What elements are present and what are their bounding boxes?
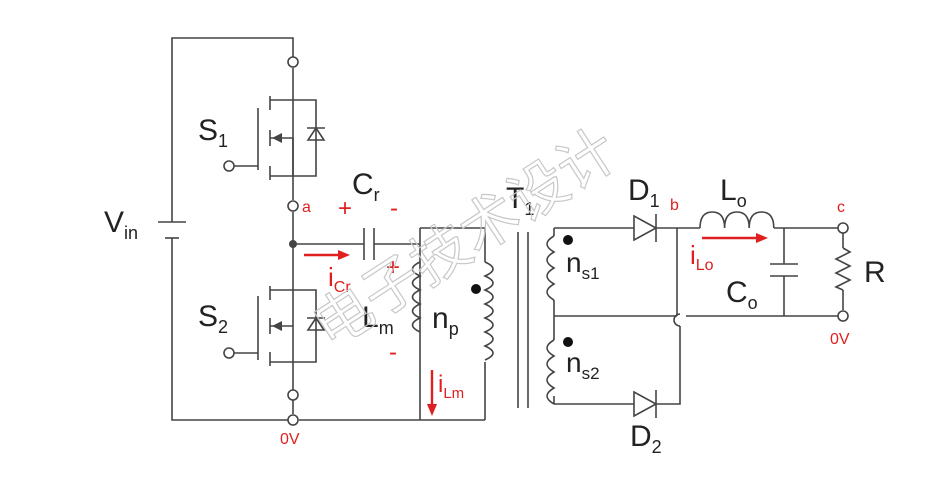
transformer-core (517, 232, 529, 408)
ilo-arrow (702, 233, 768, 243)
s1-mosfet (233, 96, 326, 180)
terminal-bottom-upper (287, 389, 299, 401)
lm-label: Lm (362, 301, 394, 338)
d2-label: D2 (630, 420, 662, 457)
s2-gate-terminal (223, 347, 235, 359)
s1-label: S1 (198, 114, 228, 151)
vin-label: Vin (104, 206, 138, 243)
s2-mosfet (233, 286, 326, 366)
node-c-label: c (837, 199, 845, 216)
ns1-label: ns1 (566, 247, 600, 283)
s1-gate-terminal (223, 160, 235, 172)
zero-v-left-label: 0V (280, 431, 300, 448)
s2-label: S2 (198, 300, 228, 337)
ns2-label: ns2 (566, 347, 600, 383)
vin-source (158, 221, 186, 239)
r-resistor (834, 247, 852, 291)
ilo-label: iLo (690, 240, 714, 274)
t1-label: T1 (506, 182, 534, 219)
ns1-winding (546, 235, 556, 301)
lo-label: Lo (720, 174, 747, 211)
lo-inductor (699, 211, 775, 229)
ilm-arrow (427, 370, 437, 416)
r-label: R (864, 256, 886, 289)
icr-arrow (304, 250, 350, 260)
lm-plus: + (386, 254, 400, 281)
terminal-top (287, 56, 299, 68)
node-a-label: a (302, 199, 311, 216)
icr-label: iCr (328, 262, 351, 296)
ns2-winding (546, 339, 556, 405)
co-label: Co (726, 276, 758, 313)
cr-label: Cr (352, 168, 380, 205)
cr-minus: - (390, 195, 398, 222)
terminal-0v-right (837, 310, 849, 322)
ns1-dot (563, 235, 573, 245)
d1-diode (633, 214, 677, 242)
output-wires (676, 227, 844, 317)
d2-diode (633, 313, 681, 418)
watermark-text: 电子技术设计 (302, 117, 629, 361)
secondary-wires (553, 227, 677, 405)
np-label: np (432, 302, 459, 339)
cr-plus: + (338, 195, 352, 222)
np-winding (480, 261, 494, 362)
terminal-a (287, 200, 299, 212)
d1-label: D1 (628, 174, 660, 211)
terminal-0v (287, 414, 299, 426)
terminal-c (837, 222, 849, 234)
ilm-label: iLm (438, 371, 464, 402)
lm-minus: - (389, 339, 397, 366)
co-capacitor (770, 263, 798, 277)
ns2-dot (563, 337, 573, 347)
node-b-label: b (670, 197, 679, 214)
cr-capacitor (293, 228, 420, 260)
np-dot (471, 284, 481, 294)
lm-inductor (411, 261, 422, 333)
zero-v-right-label: 0V (830, 331, 850, 348)
